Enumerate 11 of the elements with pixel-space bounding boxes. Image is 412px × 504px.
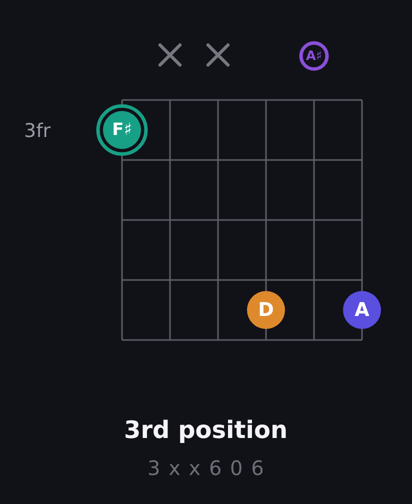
root-note-dot <box>96 104 148 156</box>
fret-number: 3fr <box>24 122 51 140</box>
fret-pattern: 3 x x 6 0 6 <box>148 458 265 478</box>
note-name: A♯ <box>306 50 322 62</box>
note-dot <box>343 291 381 329</box>
note-name: D <box>258 300 274 320</box>
note-name: A <box>354 300 370 320</box>
note-ring <box>299 41 329 71</box>
note-name: F♯ <box>112 122 132 138</box>
chord-title: 3rd position <box>124 418 288 442</box>
note-dot <box>247 291 285 329</box>
